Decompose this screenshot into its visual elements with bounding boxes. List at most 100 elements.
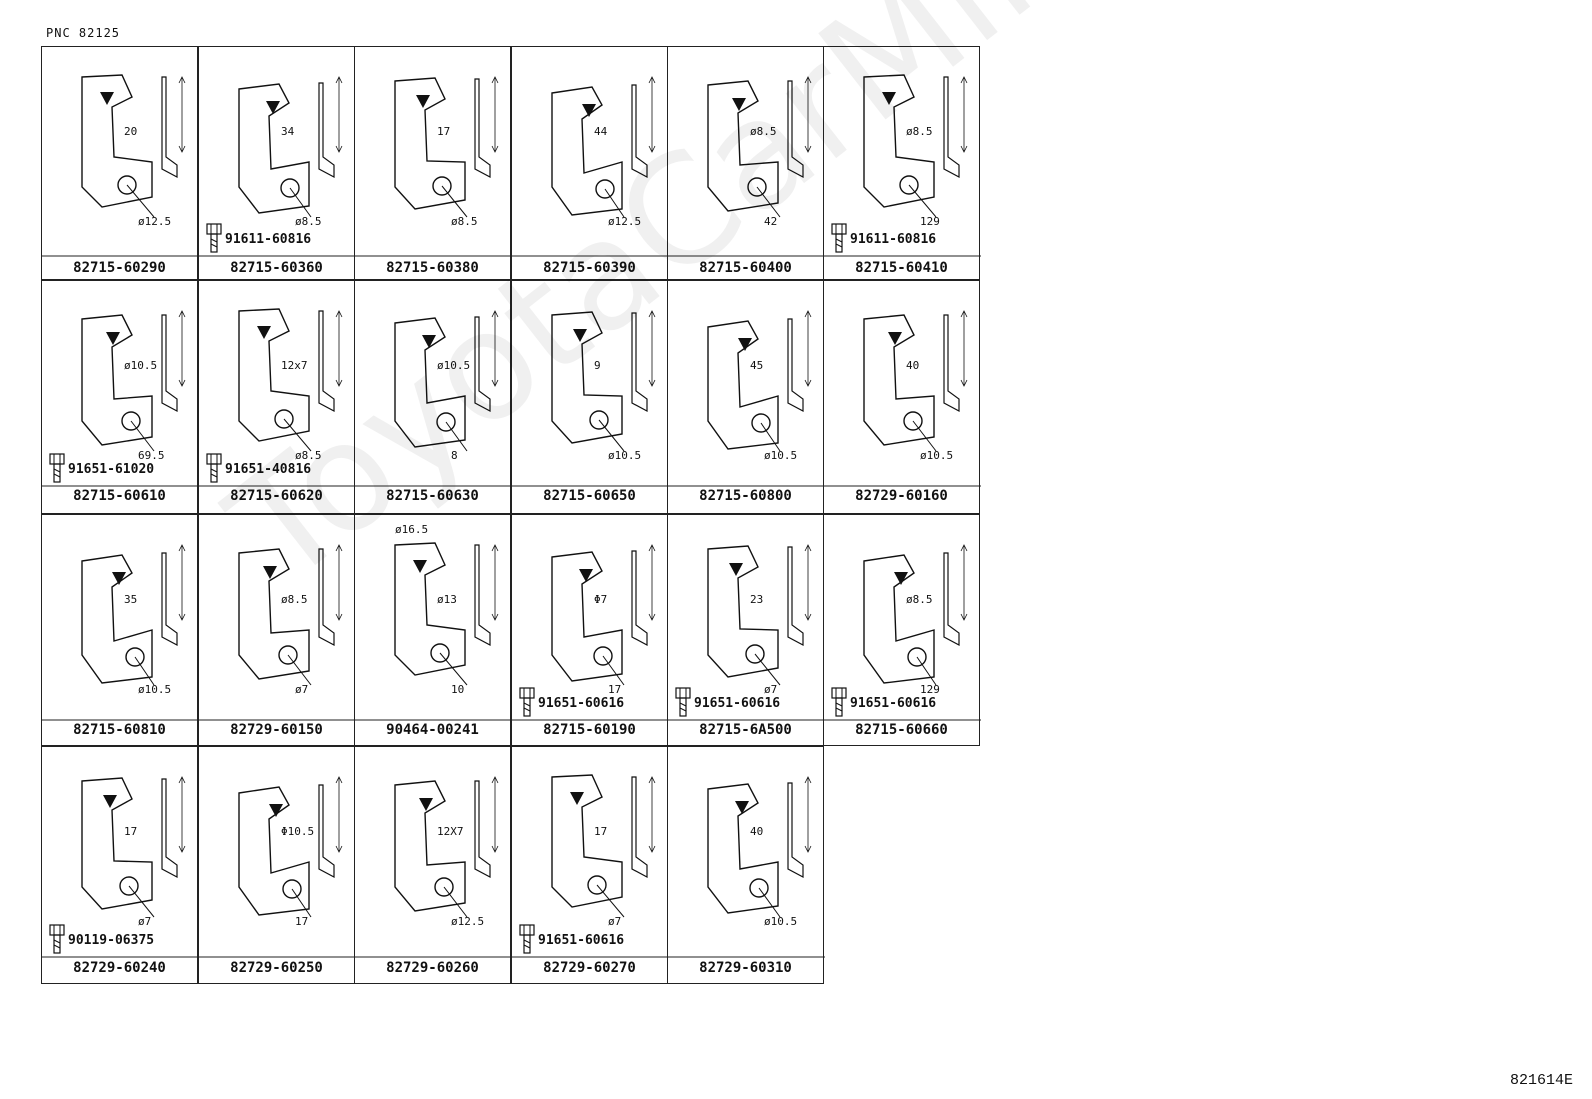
part-number: 82729-60260: [386, 960, 479, 976]
dimension-label: 17: [295, 915, 309, 928]
dimension-label: 12X7: [437, 825, 464, 838]
part-cell: ø8.5 129 91611-60816 82715-60410: [823, 46, 981, 280]
part-number: 82729-60270: [543, 960, 636, 976]
part-number: 82715-60290: [73, 260, 166, 276]
dimension-label: 17: [594, 825, 608, 838]
part-sketch: [668, 310, 825, 487]
part-cell: 40 ø10.5 82729-60310: [667, 746, 825, 984]
part-sketch: [355, 776, 512, 958]
dimension-label: 69.5: [138, 449, 165, 462]
dimension-label: ø8.5: [451, 215, 478, 228]
part-sketch: [42, 544, 199, 721]
part-number: 82715-60190: [543, 722, 636, 738]
dimension-label: 35: [124, 593, 138, 606]
part-cell: 9 ø10.5 82715-60650: [511, 280, 669, 514]
part-sketch: [355, 76, 512, 257]
part-sketch: [42, 776, 199, 958]
dimension-label: ø8.5: [281, 593, 308, 606]
part-number: 90464-00241: [386, 722, 479, 738]
dimension-label: ø7: [138, 915, 152, 928]
part-number: 82715-60400: [699, 260, 792, 276]
part-number: 82715-60630: [386, 488, 479, 504]
part-sketch: [824, 74, 981, 257]
part-number: 82715-60410: [855, 260, 948, 276]
dimension-label: 9: [594, 359, 601, 372]
dimension-label: 17: [437, 125, 451, 138]
dimension-label: ø7: [295, 683, 309, 696]
part-number: 82715-60360: [230, 260, 323, 276]
part-number: 82715-6A500: [699, 722, 792, 738]
part-number: 82729-60240: [73, 960, 166, 976]
part-number: 82729-60250: [230, 960, 323, 976]
part-number: 82715-60380: [386, 260, 479, 276]
dimension-label: ø8.5: [906, 593, 933, 606]
dimension-label: 129: [920, 683, 940, 696]
part-sketch: [824, 310, 981, 487]
part-sketch: [668, 776, 825, 958]
part-number: 82715-60650: [543, 488, 636, 504]
dimension-label: ø10.5: [764, 915, 798, 928]
dimension-label: 10: [451, 683, 465, 696]
part-number: 82715-60390: [543, 260, 636, 276]
pnc-label: PNC 82125: [46, 26, 121, 40]
part-cell: 12X7 ø12.5 82729-60260: [354, 746, 512, 984]
part-sketch: [199, 76, 356, 257]
dimension-label: ø8.5: [906, 125, 933, 138]
part-sketch: [512, 76, 669, 257]
part-number: 82729-60310: [699, 960, 792, 976]
dimension-label: 8: [451, 449, 458, 462]
dimension-label: ø8.5: [295, 449, 322, 462]
dimension-label: 20: [124, 125, 138, 138]
part-cell: Φ10.5 17 82729-60250: [198, 746, 356, 984]
dimension-label: 23: [750, 593, 764, 606]
dimension-label: ø10.5: [608, 449, 642, 462]
dimension-label: 34: [281, 125, 295, 138]
dimension-label: 40: [750, 825, 764, 838]
bolt-part-number: 90119-06375: [68, 933, 155, 948]
dimension-label: ø10.5: [138, 683, 172, 696]
dimension-label: ø7: [764, 683, 778, 696]
bolt-part-number: 91651-60616: [694, 696, 781, 711]
dimension-label: 129: [920, 215, 940, 228]
dimension-label: 44: [594, 125, 608, 138]
bolt-part-number: 91611-60816: [850, 232, 937, 247]
dimension-label: ø10.5: [124, 359, 158, 372]
bolt-part-number: 91651-40816: [225, 462, 312, 477]
part-cell: 17 ø8.5 82715-60380: [354, 46, 512, 280]
dimension-label: 12x7: [281, 359, 308, 372]
part-sketch: [355, 542, 512, 721]
part-number: 82715-60610: [73, 488, 166, 504]
dimension-label: 45: [750, 359, 764, 372]
part-sketch: [199, 544, 356, 721]
dimension-label: ø10.5: [764, 449, 798, 462]
part-sketch: [668, 544, 825, 721]
part-sketch: [668, 76, 825, 257]
drawing-reference: 821614E: [1510, 1072, 1574, 1089]
part-sketch: [355, 310, 512, 487]
dimension-label: Φ10.5: [281, 825, 315, 838]
dimension-label: 42: [764, 215, 778, 228]
dimension-label: ø7: [608, 915, 622, 928]
bolt-part-number: 91651-60616: [850, 696, 937, 711]
dimension-label: ø12.5: [451, 915, 485, 928]
dimension-label: 40: [906, 359, 920, 372]
dimension-label: 17: [608, 683, 622, 696]
dimension-label: 17: [124, 825, 138, 838]
part-number: 82715-60620: [230, 488, 323, 504]
part-sketch: [824, 544, 981, 721]
bolt-part-number: 91651-60616: [538, 696, 625, 711]
dimension-label: ø8.5: [750, 125, 777, 138]
dimension-label: ø16.5: [395, 523, 429, 536]
